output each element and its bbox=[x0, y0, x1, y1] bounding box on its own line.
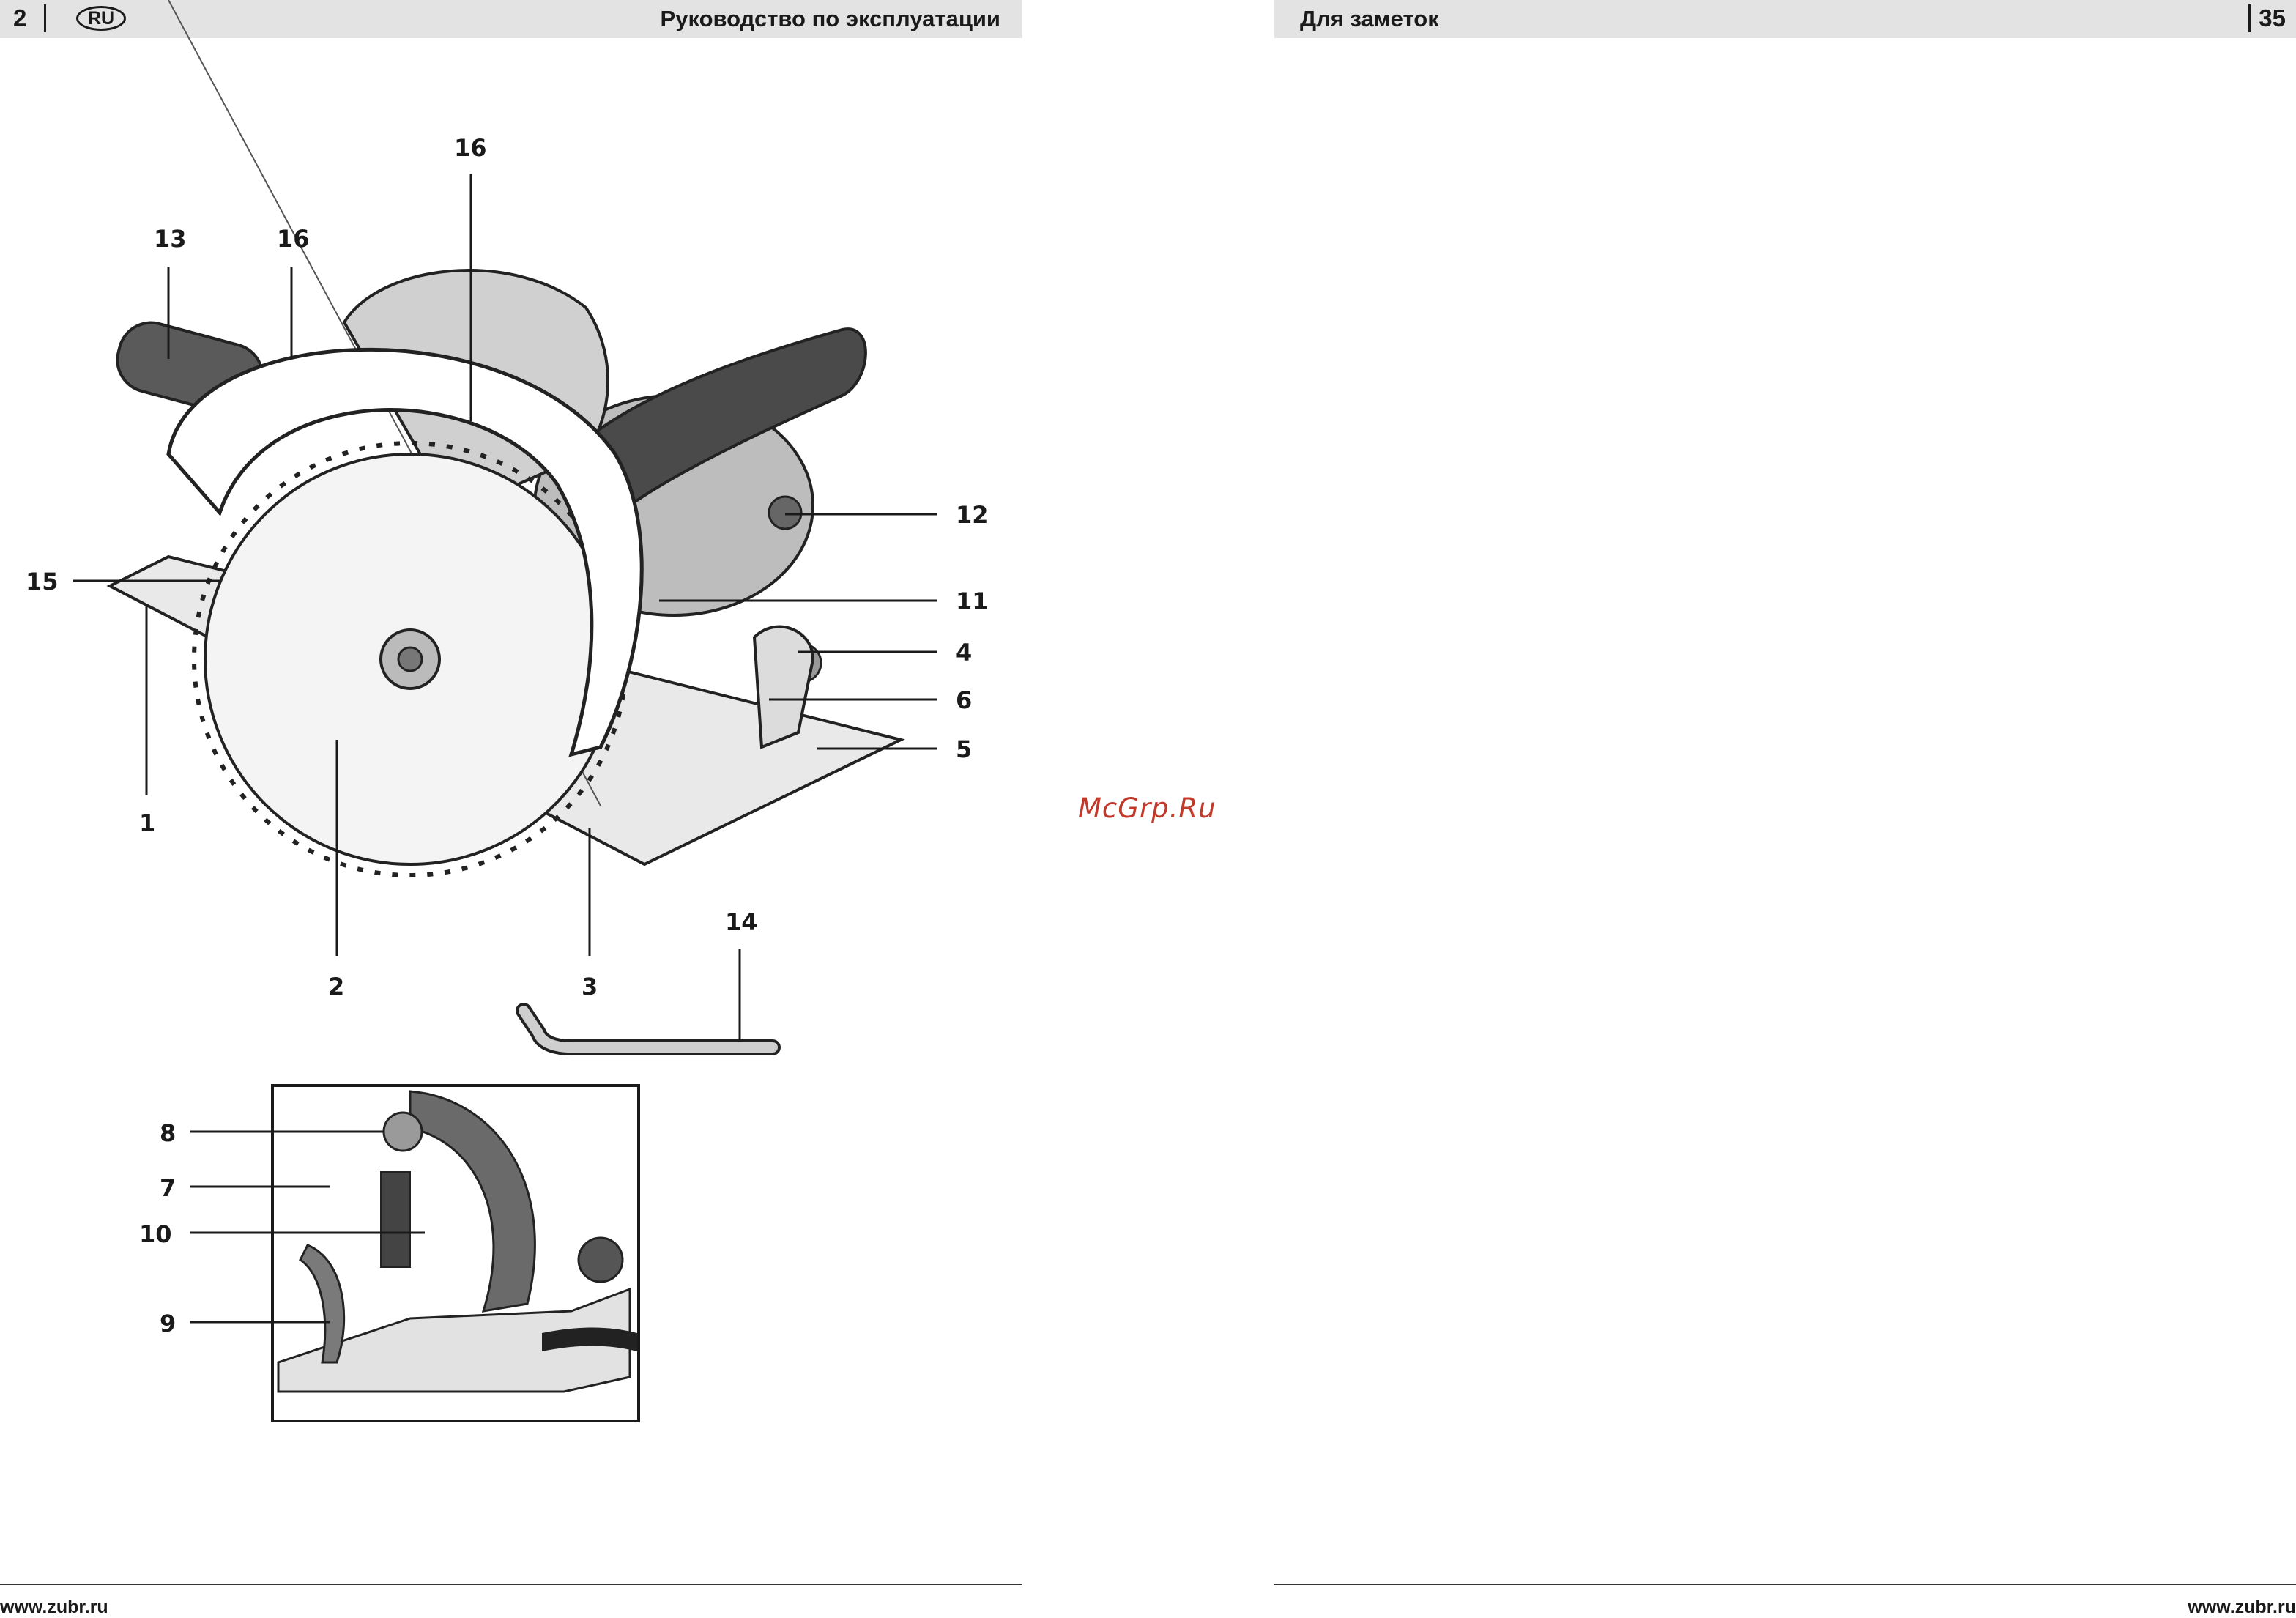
callout-6: 6 bbox=[956, 686, 972, 714]
left-footer-line bbox=[0, 1584, 1022, 1585]
inset-knob bbox=[579, 1238, 623, 1282]
circular-saw-figure: 16 13 16 12 15 11 4 6 5 1 2 3 14 bbox=[0, 0, 1022, 1465]
right-page-title: Для заметок bbox=[1300, 6, 1439, 32]
right-page-number: 35 bbox=[2259, 4, 2286, 32]
callout-9: 9 bbox=[160, 1310, 176, 1337]
callout-5: 5 bbox=[956, 735, 972, 763]
callout-3: 3 bbox=[582, 973, 598, 1001]
brush-cap bbox=[769, 497, 801, 529]
right-header-bar: Для заметок 35 bbox=[1274, 0, 2296, 38]
callout-4: 4 bbox=[956, 639, 972, 667]
inset-detail: 8 7 10 9 bbox=[139, 1086, 639, 1421]
callout-2: 2 bbox=[328, 973, 344, 1001]
callout-7: 7 bbox=[160, 1174, 176, 1202]
right-footer-line bbox=[1274, 1584, 2296, 1585]
right-footer-url[interactable]: www.zubr.ru bbox=[2188, 1597, 2296, 1618]
right-page: Для заметок 35 www.zubr.ru bbox=[1274, 0, 2296, 1618]
left-footer-url[interactable]: www.zubr.ru bbox=[0, 1597, 108, 1618]
callout-14: 14 bbox=[725, 908, 758, 936]
callout-15: 15 bbox=[26, 568, 59, 595]
header-separator bbox=[2248, 4, 2251, 32]
callout-13: 13 bbox=[154, 225, 187, 253]
watermark: McGrp.Ru bbox=[1078, 793, 1216, 824]
callout-16-left: 16 bbox=[277, 225, 310, 253]
callout-10: 10 bbox=[139, 1220, 172, 1248]
callout-1: 1 bbox=[139, 809, 155, 837]
callout-8: 8 bbox=[160, 1119, 176, 1147]
inset-chip-channel bbox=[381, 1172, 410, 1267]
callout-11: 11 bbox=[956, 587, 989, 615]
left-page: 2 RU Руководство по эксплуатации bbox=[0, 0, 1022, 1618]
inset-spindle-lock bbox=[384, 1113, 422, 1151]
callout-16-top: 16 bbox=[454, 134, 487, 162]
callout-12: 12 bbox=[956, 501, 989, 529]
